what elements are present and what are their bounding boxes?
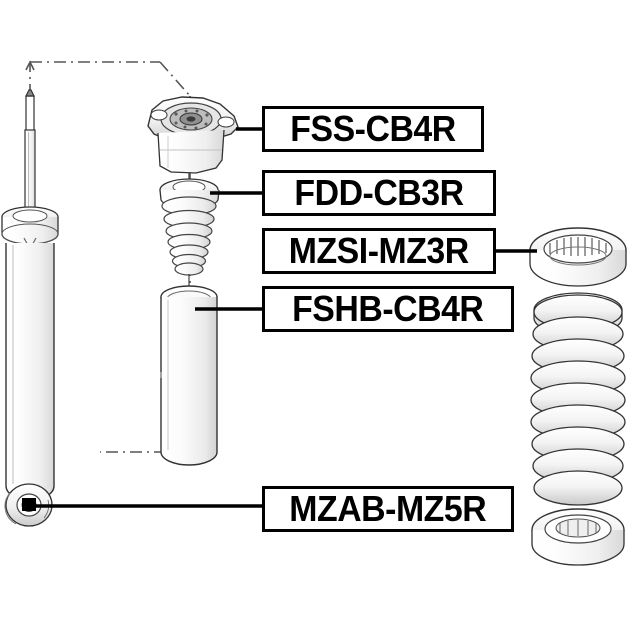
callout-mzab-mz5r[interactable]: MZAB-MZ5R bbox=[262, 486, 514, 532]
bump-stop-part bbox=[159, 178, 220, 300]
dust-boot-part bbox=[160, 285, 218, 466]
callout-mzsi-mz3r[interactable]: MZSI-MZ3R bbox=[262, 228, 496, 274]
upper-spring-insulator-part bbox=[529, 227, 627, 287]
shock-absorber-body bbox=[1, 89, 59, 527]
strut-mount-part bbox=[147, 96, 239, 192]
lower-spring-insulator-part bbox=[531, 508, 625, 566]
coil-spring-part bbox=[530, 292, 626, 506]
callout-label-mzab-mz5r: MZAB-MZ5R bbox=[289, 488, 487, 529]
callout-label-fshb-cb4r: FSHB-CB4R bbox=[292, 288, 484, 329]
callout-fdd-cb3r[interactable]: FDD-CB3R bbox=[262, 170, 496, 216]
callout-fshb-cb4r[interactable]: FSHB-CB4R bbox=[262, 286, 514, 332]
callout-fss-cb4r[interactable]: FSS-CB4R bbox=[262, 106, 484, 152]
leader-lines bbox=[30, 127, 537, 508]
callout-label-mzsi-mz3r: MZSI-MZ3R bbox=[288, 230, 469, 271]
callout-label-fdd-cb3r: FDD-CB3R bbox=[294, 172, 464, 213]
callout-label-fss-cb4r: FSS-CB4R bbox=[290, 108, 456, 149]
